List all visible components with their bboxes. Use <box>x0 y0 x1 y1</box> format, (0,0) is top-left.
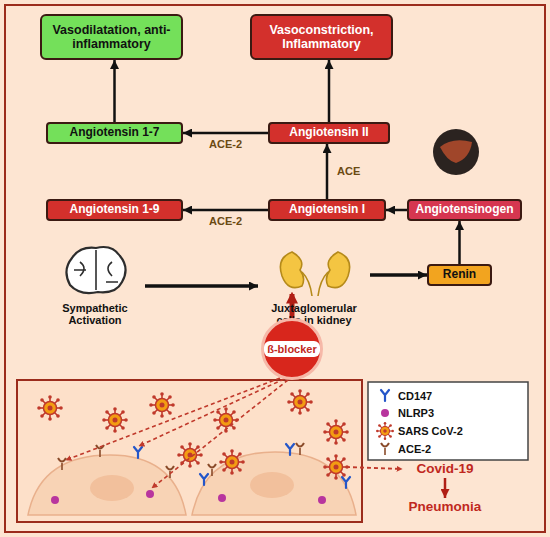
cell-panel <box>17 380 362 522</box>
flow-arrow <box>386 209 407 212</box>
liver-icon <box>433 129 479 175</box>
node-text: Covid-19 <box>416 461 473 477</box>
enzyme-box: Renin <box>427 264 492 286</box>
blocker-dashed-lines <box>66 378 288 488</box>
node-text: Angiotensin II <box>289 126 368 140</box>
node-text: Angiotensin 1-9 <box>69 203 159 217</box>
legend-box <box>368 382 528 460</box>
flow-arrow <box>183 209 268 212</box>
effect-box: Vasoconstriction, Inflammatory <box>250 14 393 60</box>
node-text: Renin <box>443 268 476 282</box>
cd147-receptors <box>134 444 350 488</box>
icon-node: Juxtaglomerular cells in kidney <box>258 245 370 327</box>
node-text: Pneumonia <box>409 499 482 515</box>
enzyme-label: ACE-2 <box>209 138 242 150</box>
node-text: Angiotensinogen <box>416 203 514 217</box>
drug-circle: ß-blocker <box>261 318 323 380</box>
flow-arrow <box>326 144 329 199</box>
enzyme-label: ACE-2 <box>209 215 242 227</box>
kidney-icon <box>280 252 349 296</box>
peptide-box: Angiotensin 1-7 <box>46 122 183 144</box>
outer-frame <box>5 5 545 532</box>
peptide-box: Angiotensin I <box>268 199 386 221</box>
flow-arrow <box>370 273 427 277</box>
flow-arrow <box>183 132 268 135</box>
node-text: ß-blocker <box>264 341 320 358</box>
infection-arrow <box>346 467 402 469</box>
legend-symbols <box>376 390 394 455</box>
peptide-box: Angiotensin II <box>268 122 390 144</box>
outcome-text: Covid-19 <box>405 460 485 478</box>
outcome-text: Pneumonia <box>400 498 490 516</box>
effect-box: Vasodilatation, anti-inflammatory <box>40 14 183 60</box>
flow-arrow <box>328 60 331 122</box>
brain-icon <box>66 247 125 293</box>
node-text: Vasoconstriction, Inflammatory <box>255 23 388 52</box>
nlrp3-dots <box>51 490 326 504</box>
precursor-box: Angiotensinogen <box>407 199 522 221</box>
legend-text: NLRP3 <box>398 407 434 419</box>
flow-arrow <box>113 60 116 122</box>
virus-particles <box>37 389 349 480</box>
icon-node: Sympathetic Activation <box>45 245 145 327</box>
node-text: Angiotensin I <box>289 203 365 217</box>
node-text: Sympathetic Activation <box>45 302 145 327</box>
peptide-box: Angiotensin 1-9 <box>46 199 183 221</box>
legend-text: SARS CoV-2 <box>398 425 463 437</box>
flow-arrow <box>145 284 258 288</box>
enzyme-label: ACE <box>337 165 360 177</box>
node-text: Vasodilatation, anti-inflammatory <box>45 23 178 52</box>
node-text: Angiotensin 1-7 <box>69 126 159 140</box>
legend-text: CD147 <box>398 390 432 402</box>
legend-text: ACE-2 <box>398 443 431 455</box>
flow-arrow <box>444 478 447 498</box>
flow-arrow <box>458 221 461 264</box>
